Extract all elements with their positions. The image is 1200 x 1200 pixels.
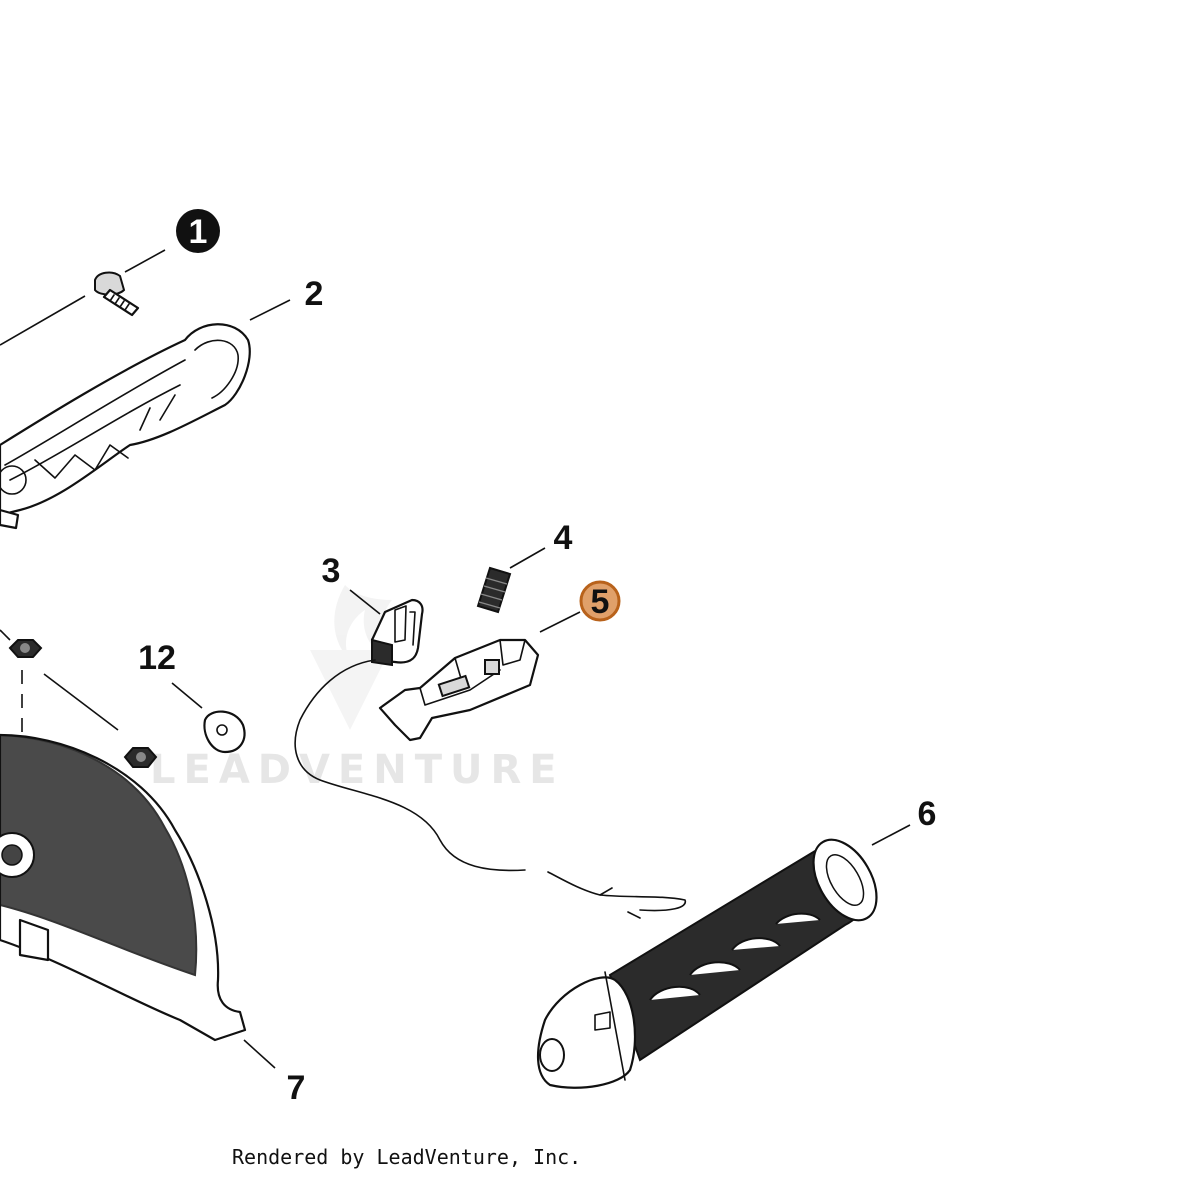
svg-text:5: 5	[591, 583, 610, 621]
callout-6[interactable]: 6	[918, 795, 937, 833]
nut-lower-part	[123, 747, 158, 768]
watermark-text: LEADVENTURE	[150, 747, 565, 793]
washer-part	[203, 710, 246, 754]
svg-text:1: 1	[189, 213, 208, 251]
screw-part	[94, 271, 140, 317]
callout-3[interactable]: 3	[322, 552, 341, 590]
wire-harness	[294, 659, 686, 919]
callout-5-highlighted[interactable]: 5	[579, 580, 621, 622]
switch-part	[370, 598, 424, 667]
switch-carrier-part	[378, 638, 540, 742]
leader-1	[124, 249, 166, 273]
housing-cover-part	[0, 733, 247, 1042]
leader-nut-top	[0, 629, 11, 641]
callout-2[interactable]: 2	[305, 275, 324, 313]
leader-12	[171, 682, 203, 709]
spring-part	[476, 566, 512, 614]
callout-1[interactable]: 1	[176, 209, 220, 253]
nut-top-part	[8, 639, 43, 658]
leader-3	[349, 589, 381, 615]
handle-bar-part	[0, 323, 251, 530]
credit-text: Rendered by LeadVenture, Inc.	[232, 1145, 581, 1169]
leader-1-screw	[0, 295, 86, 346]
callout-7[interactable]: 7	[287, 1069, 306, 1107]
leader-7	[243, 1039, 276, 1069]
grip-part	[536, 838, 878, 1089]
leader-6	[871, 824, 911, 846]
leader-2	[249, 299, 291, 321]
leader-nut-lower	[43, 673, 119, 731]
callout-12[interactable]: 12	[138, 639, 176, 677]
leader-5	[539, 611, 581, 633]
leader-4	[509, 547, 546, 569]
callout-4[interactable]: 4	[554, 519, 573, 557]
